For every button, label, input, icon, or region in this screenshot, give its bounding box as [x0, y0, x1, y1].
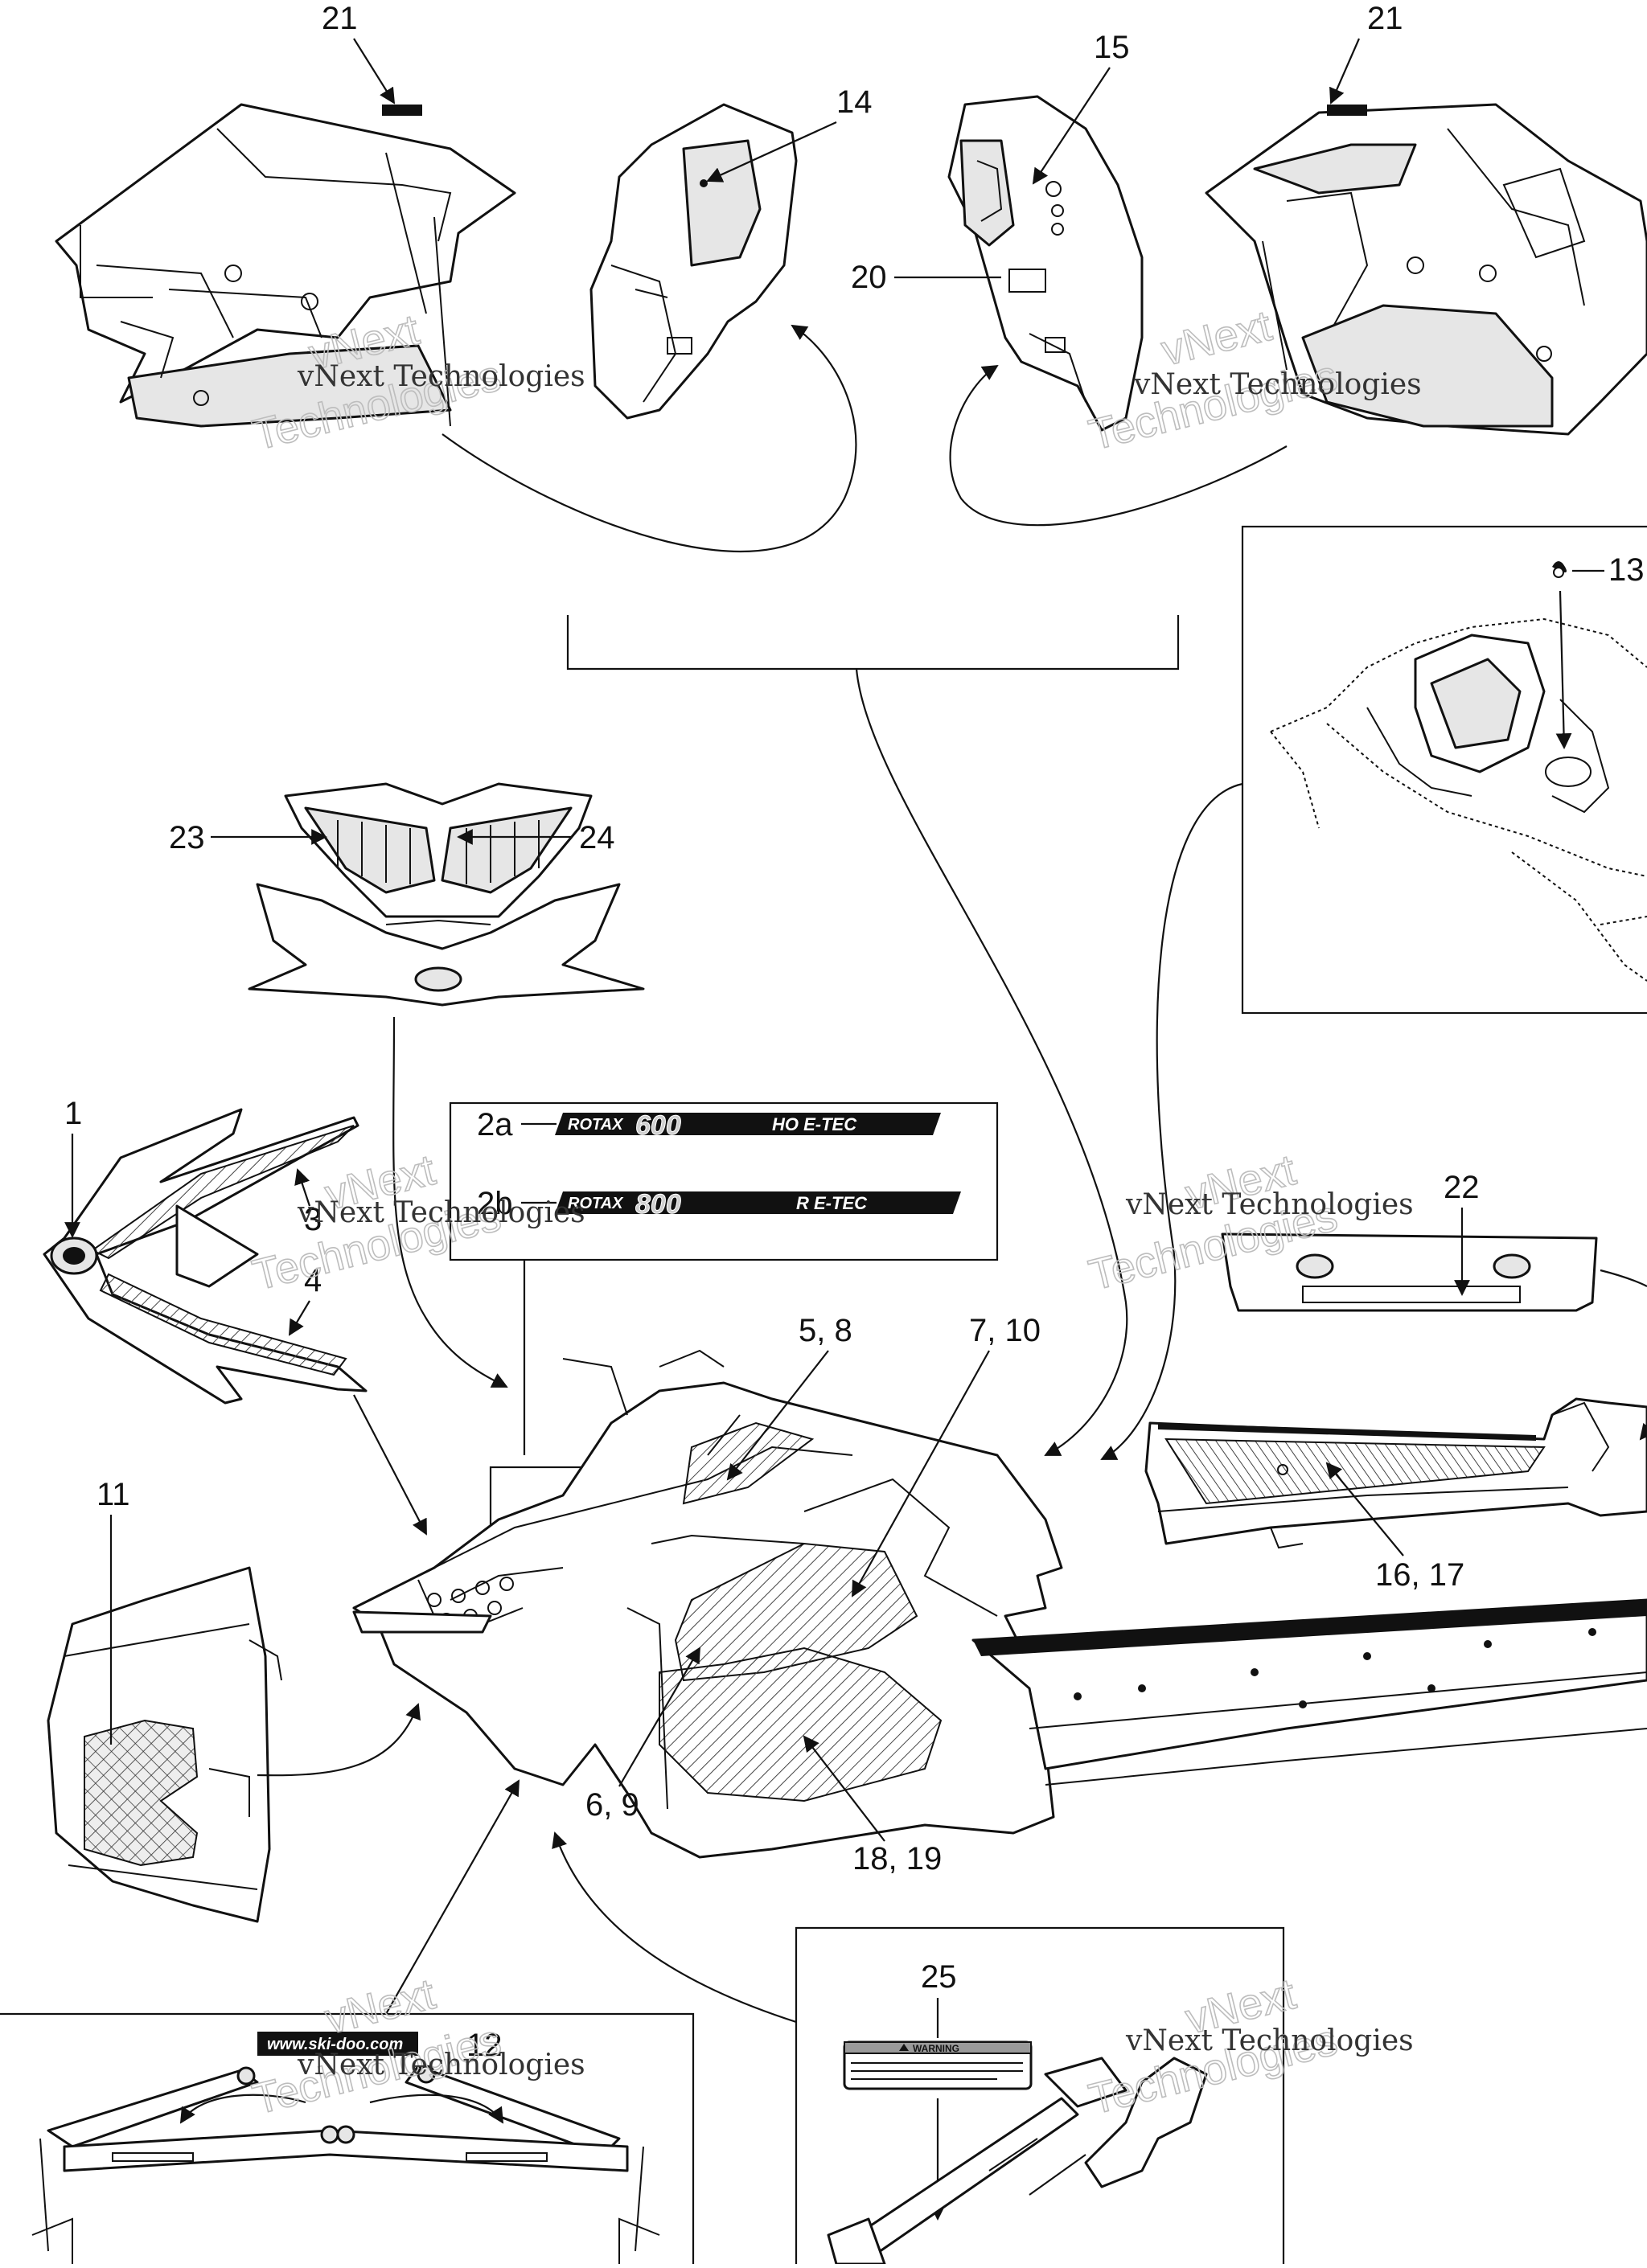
decal-12-url: www.ski-doo.com — [267, 2036, 403, 2053]
bracket — [566, 615, 1180, 671]
leader-4 — [288, 1300, 310, 1336]
arrow-box-12 — [385, 1779, 520, 2015]
callout-2a: 2a — [477, 1107, 513, 1142]
access-panel-15 — [947, 95, 1144, 432]
decal-25-title: WARNING — [913, 2043, 959, 2054]
arrow-hood — [353, 1394, 427, 1536]
callout-24: 24 — [579, 820, 615, 855]
svg-text:vNext Technologies: vNext Technologies — [1125, 1188, 1414, 1221]
warning-decal-25: WARNING — [843, 2040, 1033, 2090]
arrow-right-edge — [1639, 1422, 1647, 1441]
callout-3: 3 — [304, 1202, 322, 1237]
arrow-box-25 — [552, 1831, 797, 2024]
box-25 — [795, 1926, 1285, 2264]
callout-15: 15 — [1094, 30, 1130, 65]
callout-16-17: 16, 17 — [1375, 1557, 1464, 1593]
decal-2a-brand: ROTAX — [568, 1116, 624, 1134]
panel-22 — [1221, 1232, 1598, 1312]
ski-bumper-12: www.ski-doo.com — [31, 2032, 660, 2264]
front-grille-11 — [47, 1566, 282, 1923]
svg-text:vNext Technologies: vNext Technologies — [297, 1196, 585, 1229]
running-board-16 — [1144, 1397, 1647, 1549]
side-panel-left — [55, 103, 516, 428]
svg-text:vNext Technologies: vNext Technologies — [297, 360, 585, 393]
watermark-bottom-right: vNext Technologies vNext Technologies — [1084, 1969, 1414, 2124]
arrow-grille — [257, 1703, 421, 1777]
leader-7-10 — [852, 1350, 990, 1597]
decal-2a: ROTAX 600 HO E-TEC — [555, 1110, 941, 1142]
hood-1 — [43, 1108, 368, 1405]
arrow-bracket — [855, 668, 1128, 1456]
side-panel-right — [1205, 103, 1647, 436]
callout-4: 4 — [304, 1263, 322, 1298]
arrow-top-right — [949, 364, 1288, 527]
arrow-headlight — [392, 1016, 508, 1388]
steering-column-25 — [827, 2057, 1208, 2266]
leader-18-19 — [803, 1735, 885, 1842]
callout-6-9: 6, 9 — [585, 1787, 639, 1823]
callout-5-8: 5, 8 — [799, 1313, 852, 1348]
callout-21-right: 21 — [1367, 1, 1403, 36]
leader-21-left — [353, 38, 396, 105]
box-12 — [0, 2012, 695, 2264]
decal-box-2 — [449, 1101, 999, 1261]
decal-2b-model: 800 — [635, 1189, 681, 1220]
leader-16-17 — [1325, 1462, 1404, 1556]
arrow-12-right — [369, 2094, 504, 2124]
watermark-mid-left: vNext Technologies vNext Technologies — [248, 1145, 585, 1300]
access-panel-14 — [589, 103, 798, 420]
svg-text:vNext Technologies: vNext Technologies — [1125, 2024, 1414, 2057]
callout-18-19: 18, 19 — [852, 1841, 942, 1876]
callout-14: 14 — [836, 84, 873, 120]
leader-15 — [1032, 67, 1111, 185]
arrow-12-left — [179, 2094, 306, 2124]
box-13 — [1241, 525, 1647, 1015]
svg-text:vNext: vNext — [1156, 301, 1275, 375]
leader-13b — [1555, 590, 1572, 749]
arrow-box-13 — [1100, 782, 1243, 1460]
arrow-22 — [1600, 1269, 1647, 1287]
callout-12: 12 — [466, 2028, 503, 2063]
headlight-assembly — [248, 782, 645, 1007]
decal-2b-suffix: R E-TEC — [796, 1193, 868, 1213]
decal-2b: ROTAX 800 R E-TEC — [555, 1189, 961, 1220]
console-13 — [1270, 561, 1647, 982]
sled-body — [352, 1349, 1647, 1859]
callout-23: 23 — [169, 820, 205, 855]
callout-25: 25 — [921, 1959, 957, 1995]
leader-6-9 — [618, 1647, 700, 1787]
arrow-top-left — [442, 324, 857, 552]
callout-11: 11 — [97, 1477, 130, 1512]
leader-5-8 — [726, 1350, 829, 1481]
svg-text:vNext Technologies: vNext Technologies — [1133, 368, 1422, 401]
callout-21-left: 21 — [322, 1, 358, 36]
callout-22: 22 — [1444, 1170, 1480, 1205]
callout-20: 20 — [851, 260, 887, 295]
leader-3 — [294, 1168, 311, 1207]
callout-2b: 2b — [477, 1186, 513, 1221]
svg-text:vNext Technologies: vNext Technologies — [297, 2049, 585, 2081]
decal-2b-brand: ROTAX — [568, 1195, 624, 1212]
callout-13: 13 — [1608, 552, 1645, 588]
leader-21-right — [1329, 38, 1361, 105]
callout-7-10: 7, 10 — [969, 1313, 1041, 1348]
decal-2a-model: 600 — [635, 1110, 681, 1141]
callout-1: 1 — [64, 1096, 82, 1131]
decal-2a-suffix: HO E-TEC — [772, 1114, 857, 1134]
leader-14 — [706, 121, 837, 183]
